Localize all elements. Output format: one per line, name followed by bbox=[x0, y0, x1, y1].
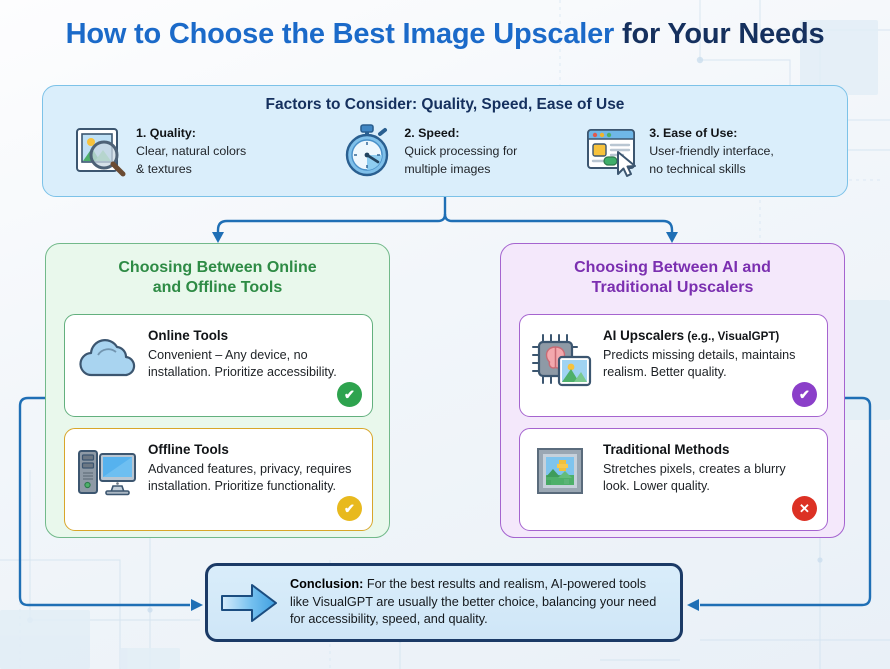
check-badge-green: ✔ bbox=[337, 382, 362, 407]
card-offline-tools-body: Advanced features, privacy, requires ins… bbox=[148, 462, 352, 493]
stopwatch-icon bbox=[339, 122, 395, 178]
factor-quality-body-1: Clear, natural colors bbox=[136, 144, 247, 158]
card-offline-tools-head: Offline Tools bbox=[148, 442, 229, 457]
card-ai-upscalers-head-main: AI Upscalers bbox=[603, 328, 685, 343]
factor-ease-of-use: 3. Ease of Use: User-friendly interface,… bbox=[584, 120, 833, 178]
card-traditional-methods-body: Stretches pixels, creates a blurry look.… bbox=[603, 462, 786, 493]
factor-quality-head: 1. Quality: bbox=[136, 126, 196, 140]
factor-speed: 2. Speed: Quick processing for multiple … bbox=[339, 120, 584, 178]
card-traditional-methods[interactable]: Traditional Methods Stretches pixels, cr… bbox=[519, 428, 828, 531]
check-badge-yellow: ✔ bbox=[337, 496, 362, 521]
factor-quality-text: 1. Quality: Clear, natural colors & text… bbox=[136, 120, 246, 178]
arrowhead-to-conclusion-left bbox=[191, 599, 203, 611]
factor-quality: 1. Quality: Clear, natural colors & text… bbox=[57, 120, 339, 178]
card-online-tools-head: Online Tools bbox=[148, 328, 229, 343]
card-ai-upscalers-body: Predicts missing details, maintains real… bbox=[603, 348, 796, 379]
factors-heading: Factors to Consider: Quality, Speed, Eas… bbox=[265, 96, 625, 113]
panel-ai-traditional-title-line2: Traditional Upscalers bbox=[591, 279, 754, 296]
panel-online-offline-title: Choosing Between Online and Offline Tool… bbox=[46, 244, 389, 298]
card-offline-tools[interactable]: Offline Tools Advanced features, privacy… bbox=[64, 428, 373, 531]
cloud-icon bbox=[76, 333, 138, 381]
card-ai-upscalers-head: AI Upscalers (e.g., VisualGPT) bbox=[603, 328, 779, 343]
panel-ai-traditional: Choosing Between AI and Traditional Upsc… bbox=[500, 243, 845, 538]
factor-speed-body-1: Quick processing for bbox=[404, 144, 518, 158]
factor-ease-body-1: User-friendly interface, bbox=[649, 144, 774, 158]
panel-ai-traditional-title-line1: Choosing Between AI and bbox=[574, 259, 771, 276]
cross-badge-red: ✕ bbox=[792, 496, 817, 521]
factors-row: 1. Quality: Clear, natural colors & text… bbox=[43, 120, 847, 178]
conclusion-label: Conclusion: bbox=[290, 576, 364, 591]
card-online-tools-text: Online Tools Convenient – Any device, no… bbox=[148, 326, 360, 380]
ai-chip-brain-image-icon bbox=[531, 333, 593, 389]
card-ai-upscalers-text: AI Upscalers (e.g., VisualGPT) Predicts … bbox=[603, 326, 815, 380]
page-title-part1: How to Choose the Best Image Upscaler bbox=[65, 18, 615, 50]
factor-quality-body-2: & textures bbox=[136, 162, 192, 176]
pixelated-photo-icon bbox=[531, 447, 593, 499]
page-title: How to Choose the Best Image Upscaler fo… bbox=[0, 18, 890, 51]
factor-ease-head: 3. Ease of Use: bbox=[649, 126, 738, 140]
factor-speed-body-2: multiple images bbox=[404, 162, 491, 176]
card-traditional-methods-text: Traditional Methods Stretches pixels, cr… bbox=[603, 440, 815, 494]
factor-speed-head: 2. Speed: bbox=[404, 126, 460, 140]
arrowhead-to-conclusion-right bbox=[687, 599, 699, 611]
factors-box: Factors to Consider: Quality, Speed, Eas… bbox=[42, 85, 848, 197]
conclusion-text: Conclusion: For the best results and rea… bbox=[290, 576, 666, 629]
card-ai-upscalers-head-sub: (e.g., VisualGPT) bbox=[684, 330, 780, 343]
panel-online-offline: Choosing Between Online and Offline Tool… bbox=[45, 243, 390, 538]
browser-window-cursor-icon bbox=[584, 122, 640, 178]
panel-online-offline-title-line1: Choosing Between Online bbox=[118, 259, 317, 276]
card-traditional-methods-head: Traditional Methods bbox=[603, 442, 730, 457]
conclusion-box: Conclusion: For the best results and rea… bbox=[205, 563, 683, 642]
factor-ease-text: 3. Ease of Use: User-friendly interface,… bbox=[649, 120, 774, 178]
page-title-part2: for Your Needs bbox=[614, 18, 825, 50]
check-badge-purple: ✔ bbox=[792, 382, 817, 407]
right-arrow-icon bbox=[218, 579, 280, 627]
card-ai-upscalers[interactable]: AI Upscalers (e.g., VisualGPT) Predicts … bbox=[519, 314, 828, 417]
desktop-computer-icon bbox=[76, 447, 138, 497]
connector-left-branch bbox=[216, 213, 447, 233]
connector-right-branch bbox=[443, 213, 674, 233]
panel-online-offline-title-line2: and Offline Tools bbox=[152, 279, 283, 296]
card-online-tools[interactable]: Online Tools Convenient – Any device, no… bbox=[64, 314, 373, 417]
image-magnifier-icon bbox=[71, 122, 127, 178]
panel-ai-traditional-title: Choosing Between AI and Traditional Upsc… bbox=[501, 244, 844, 298]
factor-speed-text: 2. Speed: Quick processing for multiple … bbox=[404, 120, 517, 178]
factor-ease-body-2: no technical skills bbox=[649, 162, 746, 176]
card-offline-tools-text: Offline Tools Advanced features, privacy… bbox=[148, 440, 360, 494]
arrowhead-right-down bbox=[666, 232, 678, 243]
card-online-tools-body: Convenient – Any device, no installation… bbox=[148, 348, 337, 379]
arrowhead-left-down bbox=[212, 232, 224, 243]
